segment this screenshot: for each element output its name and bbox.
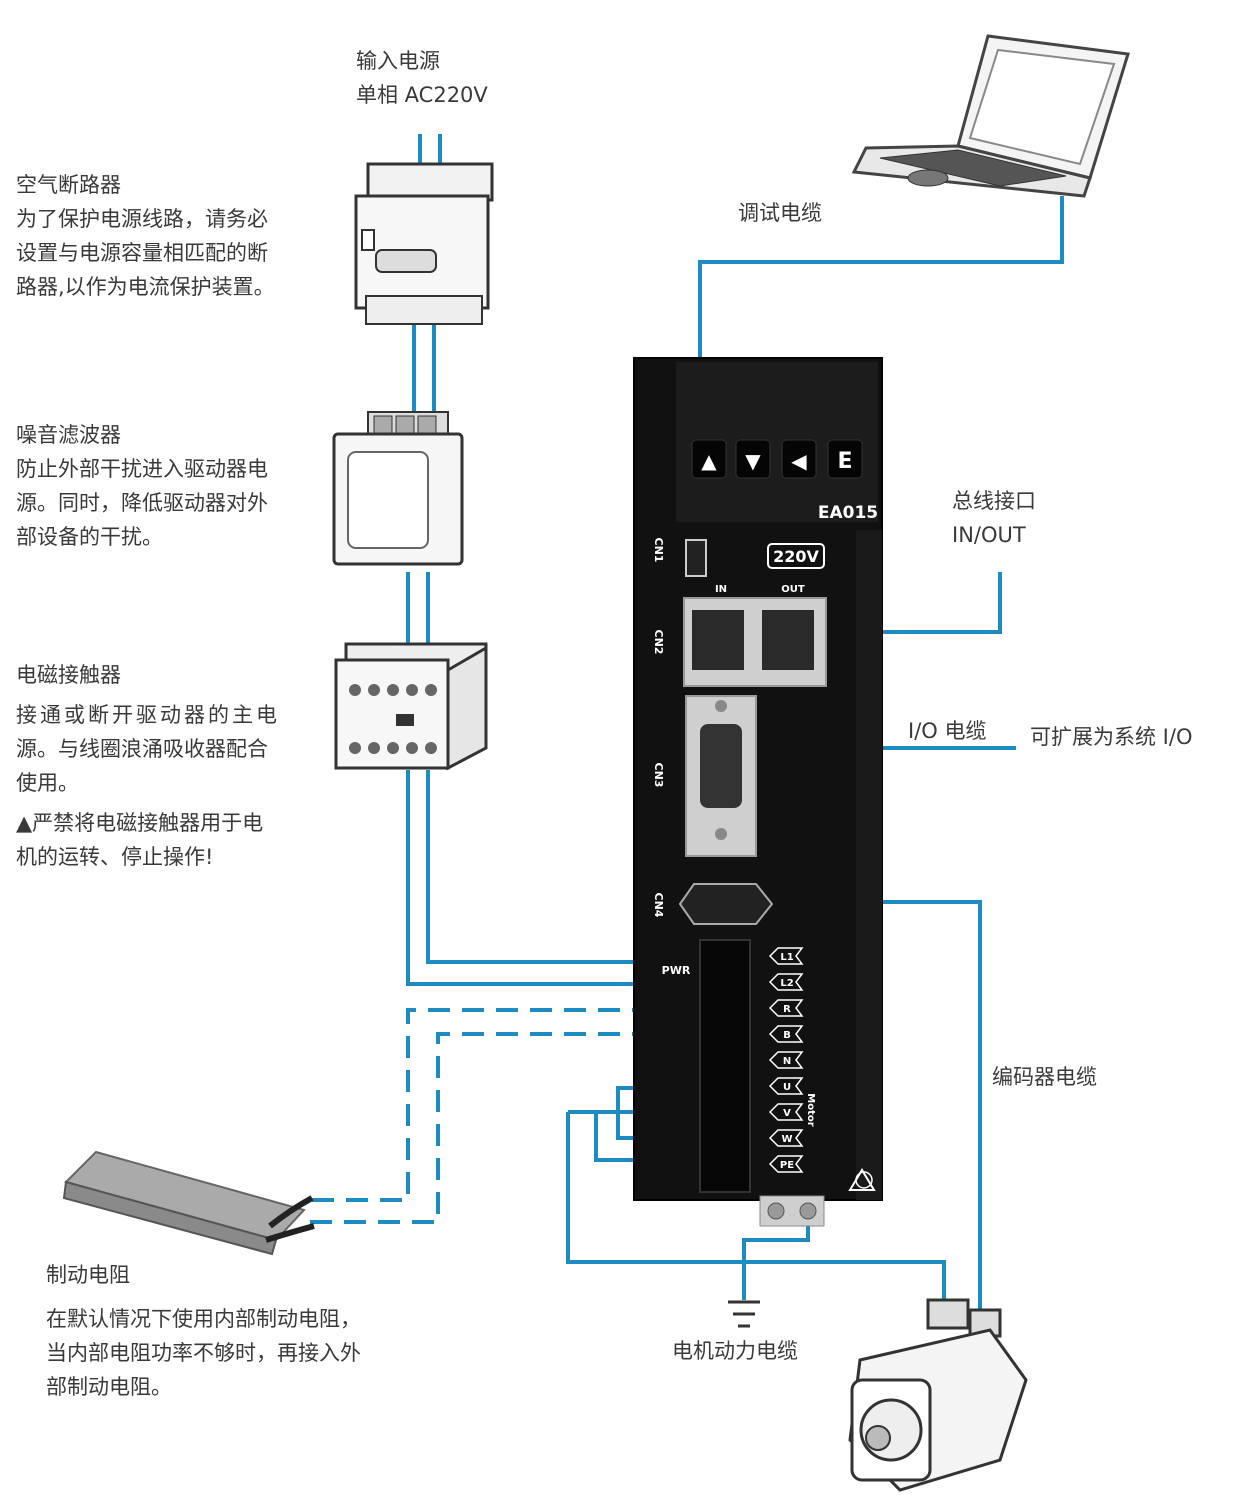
brake-resistor-title: 制动电阻 bbox=[46, 1263, 130, 1287]
contactor-icon bbox=[334, 642, 488, 771]
servo-driver: ▲ ▼ ◀ E EA015 220V CN1 IN OUT CN2 CN3 CN… bbox=[633, 357, 883, 1227]
terminal-arrow-pe bbox=[768, 1155, 804, 1173]
cn2-label: CN2 bbox=[652, 630, 665, 655]
key-up-label: ▲ bbox=[701, 449, 717, 473]
brake-cables bbox=[300, 1008, 722, 1224]
terminal-arrow-v bbox=[768, 1103, 804, 1121]
brake-resistor-icon bbox=[62, 1150, 315, 1256]
brake-cable-b bbox=[300, 1032, 722, 1224]
terminal-label-u: U bbox=[783, 1082, 791, 1093]
voltage-badge bbox=[767, 543, 825, 569]
breaker-desc-line: 为了保护电源线路，请务必 bbox=[16, 207, 268, 231]
terminal-label-b: B bbox=[783, 1030, 791, 1041]
screw-icon bbox=[799, 1202, 817, 1220]
key-enter-label: E bbox=[837, 449, 852, 474]
pwr-label: PWR bbox=[662, 964, 691, 977]
io-cable-label: I/O 电缆 bbox=[908, 719, 987, 743]
cn4-port[interactable] bbox=[678, 883, 774, 925]
terminal-label-w: W bbox=[781, 1134, 792, 1145]
terminal-label-n: N bbox=[783, 1056, 791, 1067]
breaker-title: 空气断路器 bbox=[16, 173, 121, 197]
key-down-label: ▼ bbox=[745, 449, 761, 473]
bus-interface-line1: 总线接口 bbox=[952, 489, 1036, 513]
breaker-desc-line: 设置与电源容量相匹配的断 bbox=[16, 241, 268, 265]
ground-mark-icon bbox=[855, 1171, 873, 1189]
key-enter[interactable] bbox=[827, 439, 863, 479]
cn2-out-port[interactable] bbox=[762, 610, 814, 670]
terminal-arrow-u bbox=[768, 1077, 804, 1095]
pwr-terminal-block bbox=[699, 939, 751, 1193]
cn2-out-label: OUT bbox=[781, 584, 805, 595]
breaker-desc-line: 路器,以作为电流保护装置。 bbox=[16, 275, 275, 299]
bus-interface-line2: IN/OUT bbox=[952, 523, 1026, 547]
brake-cable-r bbox=[300, 1008, 722, 1202]
contactor-warning-line: ▲严禁将电磁接触器用于电 bbox=[16, 811, 264, 835]
terminal-arrow-l1 bbox=[768, 947, 804, 965]
terminal-label-pe: PE bbox=[780, 1160, 794, 1171]
contactor-desc-line: 接通或断开驱动器的主电 bbox=[16, 703, 280, 727]
breaker-block: 空气断路器 为了保护电源线路，请务必 设置与电源容量相匹配的断 路器,以作为电流… bbox=[16, 168, 275, 304]
contactor-l2-wire bbox=[406, 770, 722, 986]
contactor-desc-line: 源。与线圈浪涌吸收器配合 bbox=[16, 737, 268, 761]
voltage-badge-label: 220V bbox=[773, 547, 819, 566]
terminal-arrow-l2 bbox=[768, 973, 804, 991]
driver-model: EA015 bbox=[818, 503, 878, 523]
contactor-block: 电磁接触器 接通或断开驱动器的主电 源。与线圈浪涌吸收器配合 使用。 ▲严禁将电… bbox=[16, 658, 280, 874]
contactor-l1-wire bbox=[426, 770, 722, 964]
terminal-label-v: V bbox=[783, 1108, 791, 1119]
encoder-cable-label: 编码器电缆 bbox=[992, 1065, 1097, 1089]
noise-filter-title: 噪音滤波器 bbox=[16, 423, 121, 447]
io-expand-label: 可扩展为系统 I/O bbox=[1030, 725, 1193, 749]
terminal-label-r: R bbox=[783, 1004, 791, 1015]
motor-power-cable bbox=[566, 1112, 946, 1310]
noise-filter-desc-line: 部设备的干扰。 bbox=[16, 525, 163, 549]
key-down[interactable] bbox=[735, 439, 771, 479]
ground-icon bbox=[728, 1300, 760, 1328]
motor-label: Motor bbox=[805, 1093, 816, 1126]
contactor-warning-line: 机的运转、停止操作! bbox=[16, 845, 214, 869]
terminal-arrow-n bbox=[768, 1051, 804, 1069]
contactor-desc-line: 使用。 bbox=[16, 771, 79, 795]
screw-icon bbox=[767, 1202, 785, 1220]
key-left[interactable] bbox=[781, 439, 817, 479]
power-input-line1: 输入电源 bbox=[356, 49, 440, 73]
power-input-line2: 单相 AC220V bbox=[356, 83, 488, 107]
power-input-label: 输入电源 单相 AC220V bbox=[356, 44, 488, 112]
terminal-arrow-b bbox=[768, 1025, 804, 1043]
terminal-arrow-w bbox=[768, 1129, 804, 1147]
cn2-in-port[interactable] bbox=[692, 610, 744, 670]
noise-filter-desc-line: 源。同时，降低驱动器对外 bbox=[16, 491, 268, 515]
noise-filter-block: 噪音滤波器 防止外部干扰进入驱动器电 源。同时，降低驱动器对外 部设备的干扰。 bbox=[16, 418, 268, 554]
driver-keypad: ▲ ▼ ◀ E bbox=[691, 439, 863, 479]
brake-resistor-block: 制动电阻 在默认情况下使用内部制动电阻， 当内部电阻功率不够时，再接入外 部制动… bbox=[46, 1258, 361, 1404]
terminal-label-l1: L1 bbox=[780, 952, 793, 963]
terminal-arrow-r bbox=[768, 999, 804, 1017]
debug-cable-label: 调试电缆 bbox=[738, 201, 822, 225]
noise-filter-icon bbox=[332, 411, 464, 566]
cn3-label: CN3 bbox=[652, 763, 665, 788]
cn1-label: CN1 bbox=[652, 538, 665, 563]
brake-resistor-desc-line: 在默认情况下使用内部制动电阻， bbox=[46, 1307, 361, 1331]
servo-motor-icon bbox=[848, 1298, 1028, 1492]
brake-resistor-desc-line: 当内部电阻功率不够时，再接入外 bbox=[46, 1341, 361, 1365]
key-left-label: ◀ bbox=[791, 449, 807, 473]
noise-filter-desc-line: 防止外部干扰进入驱动器电 bbox=[16, 457, 268, 481]
bus-interface-label: 总线接口 IN/OUT bbox=[952, 484, 1036, 552]
laptop-icon bbox=[851, 34, 1130, 198]
brake-resistor-desc-line: 部制动电阻。 bbox=[46, 1375, 172, 1399]
air-breaker-icon bbox=[354, 162, 494, 325]
cn3-port[interactable] bbox=[700, 724, 742, 808]
cn1-usb-port[interactable] bbox=[685, 539, 707, 577]
cn2-in-label: IN bbox=[715, 584, 727, 595]
cn4-label: CN4 bbox=[652, 893, 665, 918]
contactor-title: 电磁接触器 bbox=[16, 663, 121, 687]
terminal-label-l2: L2 bbox=[780, 978, 793, 989]
motor-power-cable-label: 电机动力电缆 bbox=[672, 1339, 798, 1363]
driver-heatsink bbox=[856, 530, 882, 1200]
key-up[interactable] bbox=[691, 439, 727, 479]
